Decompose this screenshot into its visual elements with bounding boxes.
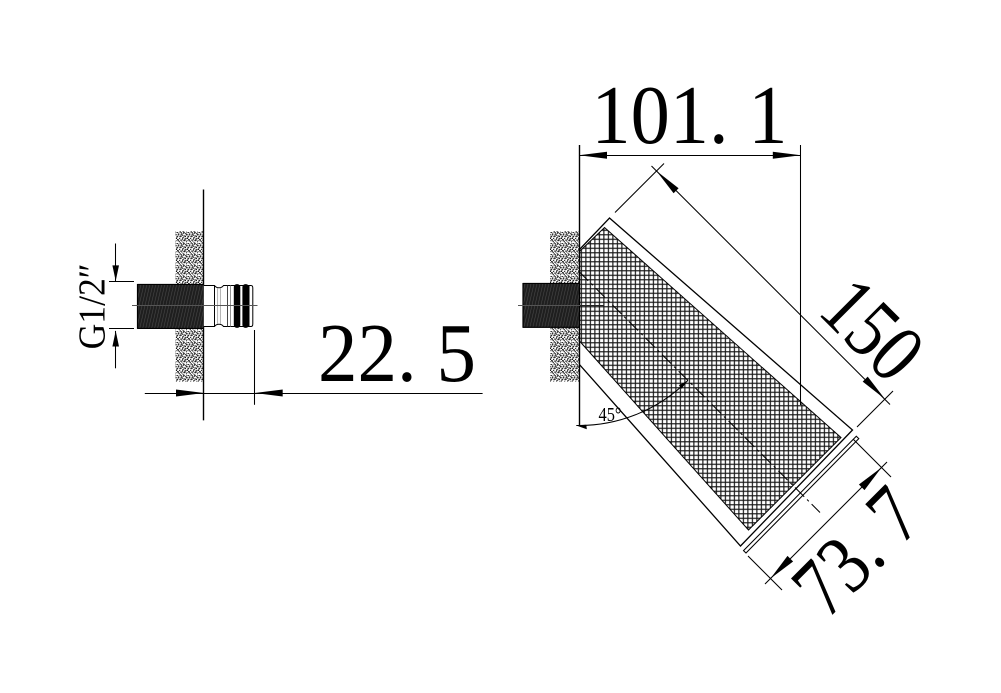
svg-text:101. 1: 101. 1 (591, 69, 787, 162)
svg-text:45°: 45° (599, 404, 622, 426)
svg-text:G1/2″: G1/2″ (72, 263, 114, 349)
svg-text:22. 5: 22. 5 (318, 307, 476, 400)
svg-text:150: 150 (803, 260, 942, 399)
